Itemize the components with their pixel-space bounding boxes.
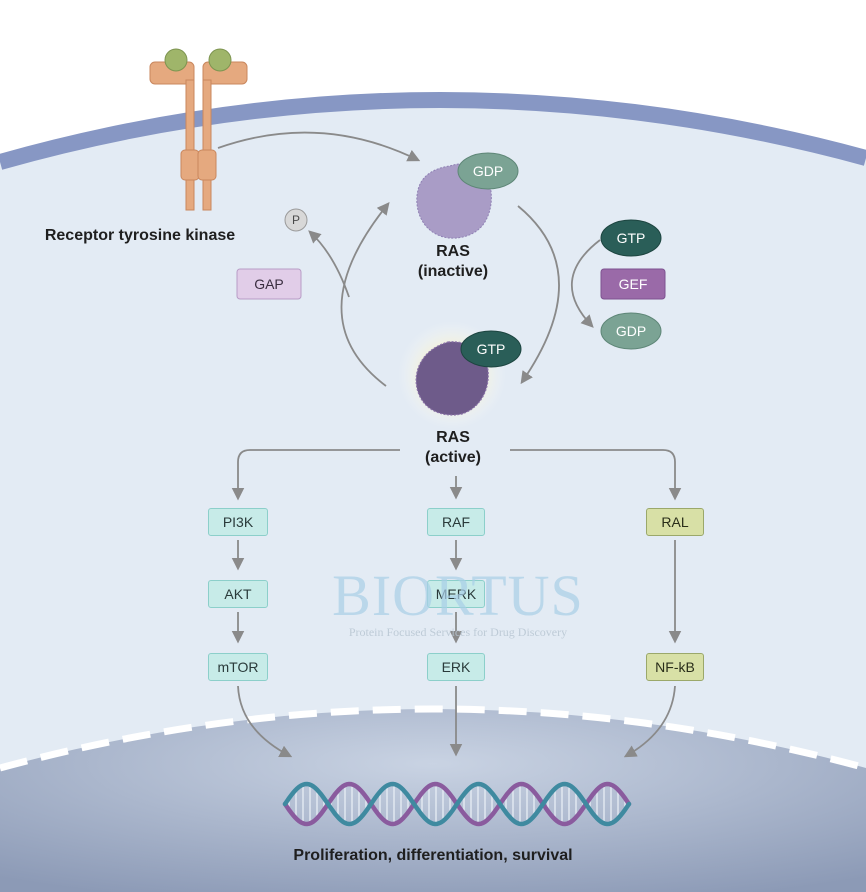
outcome-label: Proliferation, differentiation, survival — [293, 847, 573, 864]
nuclear-envelope — [0, 705, 866, 772]
akt-box: AKT — [208, 580, 268, 608]
cell-membrane — [0, 92, 866, 170]
arrow-to-phosphate — [308, 230, 350, 298]
receptor-label: Receptor tyrosine kinase — [44, 227, 236, 244]
ligand-left — [164, 48, 188, 72]
dna-helix — [282, 781, 632, 827]
ras-inactive-title: RAS — [436, 243, 470, 260]
arrow-branch-left — [231, 449, 400, 501]
arrow-active-to-inactive — [340, 202, 390, 387]
arrow-nfkb-nucleus — [623, 685, 676, 758]
gef-gdp-label: GDP — [615, 323, 647, 339]
gtp-bound-active — [460, 330, 522, 368]
ras-active-state: (active) — [424, 449, 482, 466]
merk-box: MERK — [427, 580, 485, 608]
ras-active-title: RAS — [436, 429, 470, 446]
phosphate-label: P — [291, 213, 300, 227]
gef-box — [600, 268, 666, 300]
ral-box: RAL — [646, 508, 704, 536]
arrow-branch-right — [510, 449, 682, 501]
gtp-label-active: GTP — [476, 341, 506, 357]
phosphate-circle — [284, 208, 308, 232]
gdp-bound-inactive — [457, 152, 519, 190]
gap-box — [236, 268, 302, 300]
raf-box: RAF — [427, 508, 485, 536]
nucleus — [0, 709, 866, 892]
gdp-label-inactive: GDP — [472, 163, 504, 179]
gap-label: GAP — [254, 276, 284, 292]
mtor-box: mTOR — [208, 653, 268, 681]
ras-inactive-state: (inactive) — [417, 263, 489, 280]
arrow-inactive-to-active — [517, 205, 560, 385]
gtp-into-gef — [600, 219, 662, 257]
erk-box: ERK — [427, 653, 485, 681]
arrow-gef-exchange — [570, 239, 601, 328]
gdp-out-of-gef — [600, 312, 662, 350]
arrow-mtor-nucleus — [237, 685, 293, 758]
gef-gtp-label: GTP — [616, 230, 646, 246]
nfkb-box: NF-kB — [646, 653, 704, 681]
pi3k-box: PI3K — [208, 508, 268, 536]
ligand-right — [208, 48, 232, 72]
dna-strand-teal — [282, 781, 632, 827]
gef-label: GEF — [618, 276, 648, 292]
receptor-tyrosine-kinase — [149, 48, 248, 211]
arrow-rtk-to-ras — [217, 131, 421, 162]
